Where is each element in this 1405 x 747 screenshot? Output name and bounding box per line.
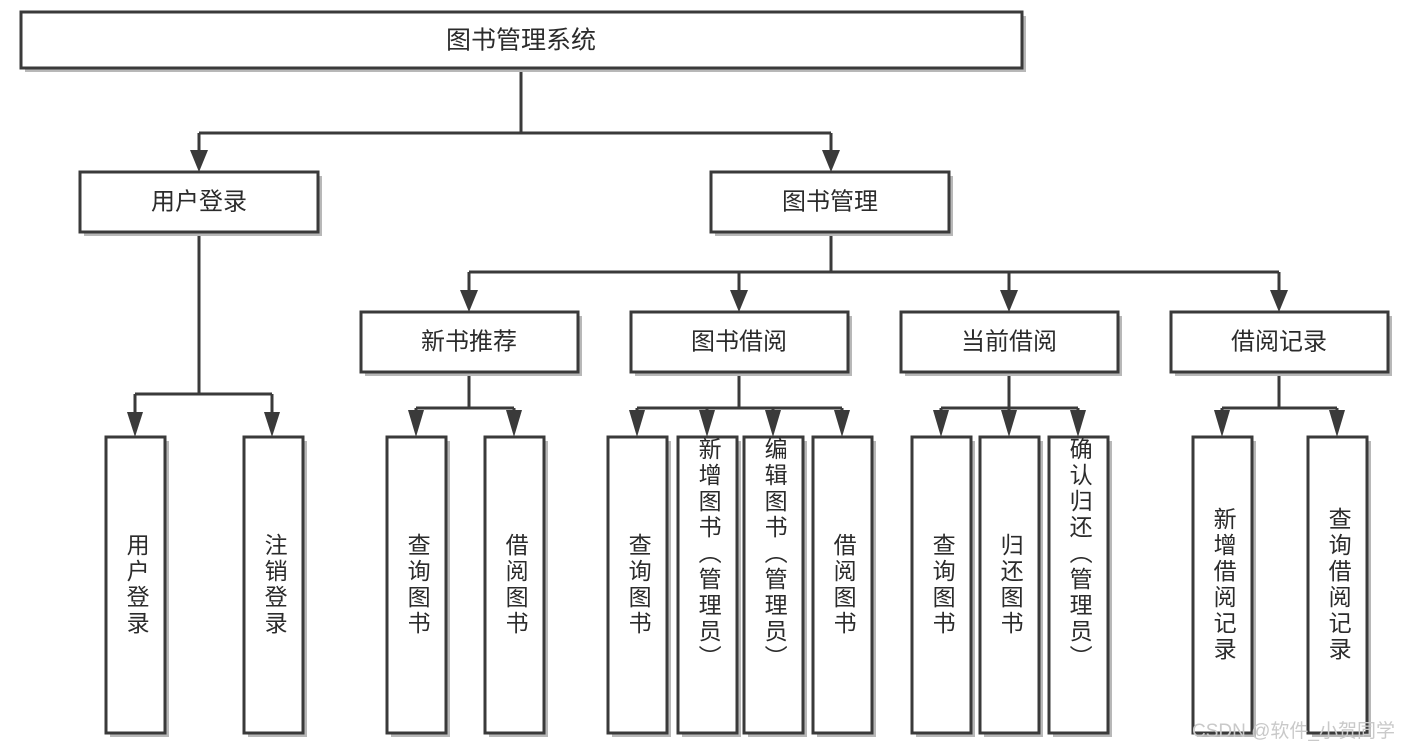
arrow-to-leaf-bb-1	[629, 410, 645, 437]
leaf-box-br-query[interactable]	[1306, 435, 1369, 735]
connectors-bookborrow-to-leaves	[629, 375, 850, 437]
leaf-group-borrow-record	[1191, 435, 1371, 737]
node-new-book-recommend[interactable]: 新书推荐	[359, 310, 582, 376]
leaf-box-bb-query[interactable]	[606, 435, 669, 735]
watermark-text: CSDN @软件_小贺同学	[1192, 721, 1395, 742]
leaf-box-bb-add[interactable]	[676, 435, 739, 735]
node-borrow-record-box[interactable]	[1169, 310, 1390, 374]
arrow-to-borrow-record	[1270, 290, 1288, 312]
arrow-to-book-manage	[822, 150, 840, 172]
node-borrow-record-label: 借阅记录	[1231, 328, 1327, 355]
arrow-to-user-login	[190, 150, 208, 172]
arrow-to-leaf-bb-2	[699, 410, 715, 437]
arrow-to-book-borrow	[730, 290, 748, 312]
arrow-to-leaf-bb-3	[765, 410, 781, 437]
leaf-box-bb-borrow[interactable]	[811, 435, 874, 735]
leaf-group-current-borrow	[910, 435, 1112, 737]
connectors-newbook-to-leaves	[408, 375, 522, 437]
connectors-borrowrecord-to-leaves	[1214, 375, 1345, 437]
node-book-borrow[interactable]: 图书借阅	[629, 310, 852, 376]
leaf-box-bb-edit[interactable]	[742, 435, 805, 735]
leaf-group-new-book-recommend	[385, 435, 548, 737]
node-root-label: 图书管理系统	[446, 27, 596, 55]
leaf-box-br-add[interactable]	[1191, 435, 1254, 735]
connectors-userlogin-to-leaves	[127, 232, 280, 437]
node-book-manage[interactable]: 图书管理	[709, 170, 953, 236]
node-new-book-recommend-box[interactable]	[359, 310, 580, 374]
arrow-to-leaf-user-login	[127, 412, 143, 437]
connectors-root-to-level2	[190, 68, 840, 172]
leaf-box-logout[interactable]	[242, 435, 305, 735]
arrow-to-leaf-br-2	[1329, 410, 1345, 437]
arrow-to-current-borrow	[1000, 290, 1018, 312]
arrow-to-leaf-nb-2	[506, 410, 522, 437]
leaf-box-nb-borrow[interactable]	[483, 435, 546, 735]
connectors-bookmanage-to-level3	[460, 232, 1288, 312]
node-current-borrow-label: 当前借阅	[961, 328, 1057, 355]
leaf-box-cb-return[interactable]	[978, 435, 1041, 735]
leaf-box-user-login[interactable]	[104, 435, 167, 735]
node-borrow-record[interactable]: 借阅记录	[1169, 310, 1392, 376]
arrow-to-leaf-br-1	[1214, 410, 1230, 437]
node-current-borrow-box[interactable]	[899, 310, 1120, 374]
node-root-box[interactable]	[19, 10, 1024, 70]
leaf-box-nb-query[interactable]	[385, 435, 448, 735]
arrow-to-leaf-logout	[264, 412, 280, 437]
node-current-borrow[interactable]: 当前借阅	[899, 310, 1122, 376]
node-book-borrow-box[interactable]	[629, 310, 850, 374]
leaf-group-user-login	[104, 435, 307, 737]
node-book-manage-label: 图书管理	[782, 188, 878, 215]
arrow-to-leaf-cb-1	[933, 410, 949, 437]
node-new-book-recommend-label: 新书推荐	[421, 328, 517, 355]
node-user-login-label: 用户登录	[151, 188, 247, 215]
arrow-to-leaf-cb-3	[1070, 410, 1086, 437]
node-book-borrow-label: 图书借阅	[691, 328, 787, 355]
arrow-to-leaf-cb-2	[1001, 410, 1017, 437]
leaf-box-cb-confirm[interactable]	[1047, 435, 1110, 735]
node-book-manage-box[interactable]	[709, 170, 951, 234]
leaf-box-cb-query[interactable]	[910, 435, 973, 735]
node-root[interactable]: 图书管理系统	[19, 10, 1026, 72]
arrow-to-new-book	[460, 290, 478, 312]
node-user-login[interactable]: 用户登录	[78, 170, 322, 236]
connectors-currentborrow-to-leaves	[933, 375, 1086, 437]
arrow-to-leaf-nb-1	[408, 410, 424, 437]
leaf-group-book-borrow	[606, 435, 876, 737]
node-user-login-box[interactable]	[78, 170, 320, 234]
arrow-to-leaf-bb-4	[834, 410, 850, 437]
